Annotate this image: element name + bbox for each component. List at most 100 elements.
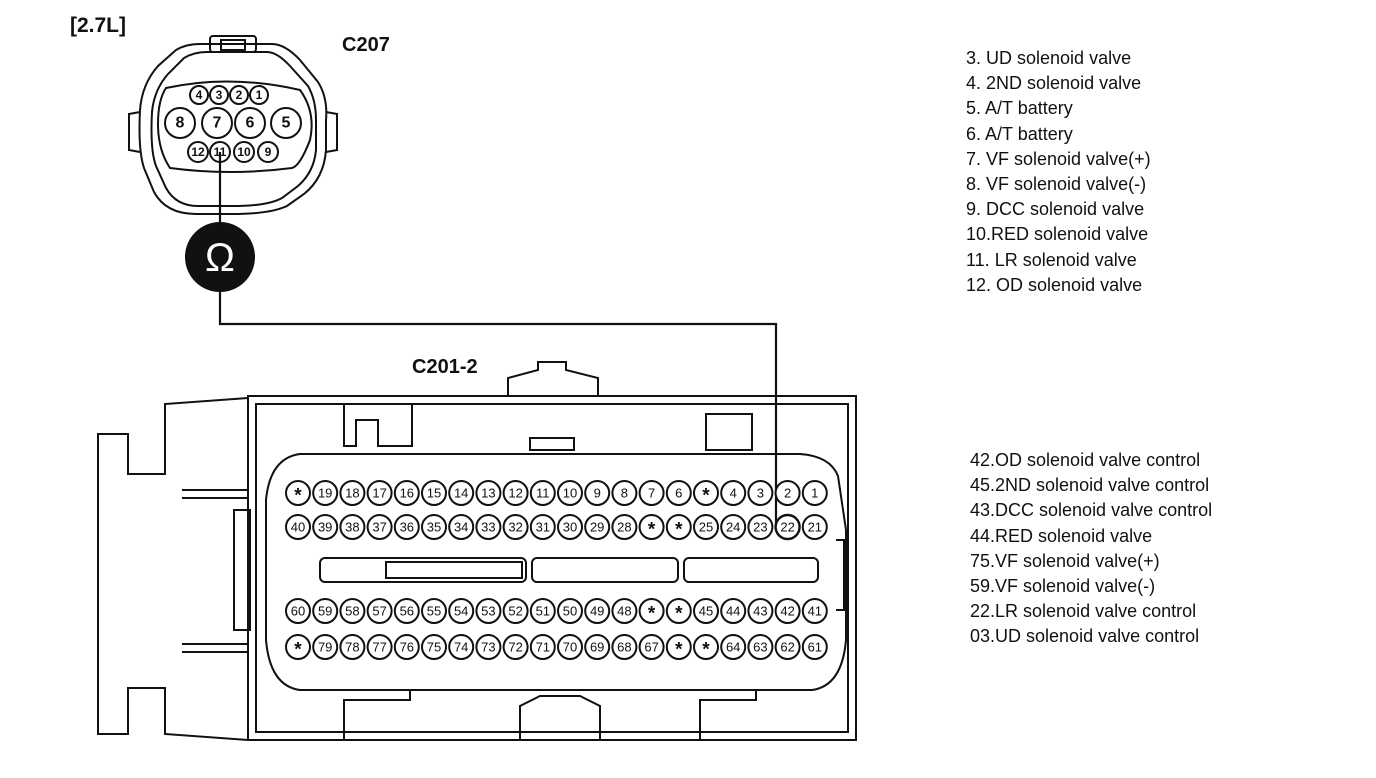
pin-33: 33 bbox=[475, 514, 502, 540]
legend-item: 59.VF solenoid valve(-) bbox=[970, 575, 1156, 596]
pin-13: 13 bbox=[475, 480, 502, 506]
c201-2-title: C201-2 bbox=[412, 356, 478, 378]
pin-43: 43 bbox=[747, 598, 774, 624]
pin-75: 75 bbox=[421, 634, 447, 660]
svg-text:30: 30 bbox=[563, 520, 577, 535]
svg-text:8: 8 bbox=[621, 486, 628, 501]
svg-text:61: 61 bbox=[808, 640, 822, 655]
svg-text:45: 45 bbox=[699, 604, 713, 619]
svg-text:34: 34 bbox=[454, 520, 468, 535]
svg-text:59: 59 bbox=[318, 604, 332, 619]
pin-61: 61 bbox=[801, 634, 828, 660]
pin-45: 45 bbox=[693, 598, 719, 624]
svg-text:57: 57 bbox=[372, 604, 386, 619]
svg-text:*: * bbox=[702, 486, 710, 507]
svg-text:*: * bbox=[702, 640, 710, 661]
svg-text:4: 4 bbox=[730, 486, 737, 501]
legend-item: 7. VF solenoid valve(+) bbox=[966, 148, 1151, 169]
svg-text:74: 74 bbox=[454, 640, 468, 655]
svg-text:18: 18 bbox=[345, 486, 359, 501]
pin-11: 11 bbox=[529, 480, 556, 506]
c201-2-pin-legend: 42.OD solenoid valve control 45.2ND sole… bbox=[970, 448, 1212, 650]
legend-item: 6. A/T battery bbox=[966, 123, 1073, 144]
legend-item: 75.VF solenoid valve(+) bbox=[970, 550, 1160, 571]
pin-12: 12 bbox=[502, 480, 529, 506]
legend-item: 45.2ND solenoid valve control bbox=[970, 475, 1210, 496]
pin-36: 36 bbox=[393, 514, 420, 540]
pin-2: 2 bbox=[774, 480, 801, 506]
svg-text:60: 60 bbox=[291, 604, 305, 619]
svg-text:51: 51 bbox=[536, 604, 550, 619]
pin-15: 15 bbox=[421, 480, 447, 506]
legend-item: 11. LR solenoid valve bbox=[966, 249, 1137, 270]
svg-text:23: 23 bbox=[753, 520, 767, 535]
svg-text:64: 64 bbox=[726, 640, 740, 655]
pin-49: 49 bbox=[584, 598, 611, 624]
pin-72: 72 bbox=[502, 634, 529, 660]
svg-text:*: * bbox=[675, 640, 683, 661]
pin-42: 42 bbox=[774, 598, 801, 624]
pin-44: 44 bbox=[720, 598, 747, 624]
c207-title: C207 bbox=[342, 34, 390, 56]
svg-text:10: 10 bbox=[563, 486, 577, 501]
pin-76: 76 bbox=[393, 634, 420, 660]
svg-text:2: 2 bbox=[784, 486, 791, 501]
pin-12: 12 bbox=[187, 141, 209, 163]
svg-text:19: 19 bbox=[318, 486, 332, 501]
pin-blank: * bbox=[638, 598, 665, 625]
pin-35: 35 bbox=[421, 514, 447, 540]
svg-text:*: * bbox=[675, 520, 683, 541]
pin-57: 57 bbox=[366, 598, 393, 624]
svg-text:28: 28 bbox=[617, 520, 631, 535]
pin-blank: * bbox=[665, 634, 692, 661]
svg-text:8: 8 bbox=[176, 115, 185, 132]
svg-text:25: 25 bbox=[699, 520, 713, 535]
pin-17: 17 bbox=[366, 480, 393, 506]
legend-item: 8. VF solenoid valve(-) bbox=[966, 173, 1147, 194]
legend-item: 22.LR solenoid valve control bbox=[970, 601, 1197, 622]
c201-2-connector bbox=[97, 361, 857, 741]
svg-text:5: 5 bbox=[282, 115, 291, 132]
svg-text:67: 67 bbox=[644, 640, 658, 655]
svg-text:37: 37 bbox=[372, 520, 386, 535]
pin-31: 31 bbox=[529, 514, 556, 540]
svg-text:76: 76 bbox=[400, 640, 414, 655]
svg-text:49: 49 bbox=[590, 604, 604, 619]
svg-text:*: * bbox=[648, 520, 656, 541]
pin-60: 60 bbox=[285, 598, 311, 624]
pin-4: 4 bbox=[720, 480, 747, 506]
pin-28: 28 bbox=[611, 514, 638, 540]
svg-text:70: 70 bbox=[563, 640, 577, 655]
pin-6: 6 bbox=[665, 480, 692, 506]
svg-text:7: 7 bbox=[213, 115, 222, 132]
pin-21: 21 bbox=[801, 514, 828, 540]
legend-item: 44.RED solenoid valve bbox=[970, 525, 1153, 546]
pin-14: 14 bbox=[448, 480, 475, 506]
pin-8: 8 bbox=[164, 107, 196, 139]
svg-text:17: 17 bbox=[372, 486, 386, 501]
pin-67: 67 bbox=[638, 634, 665, 660]
pin-24: 24 bbox=[720, 514, 747, 540]
pin-blank: * bbox=[638, 514, 665, 541]
pin-1: 1 bbox=[801, 480, 828, 506]
svg-text:22: 22 bbox=[780, 520, 794, 535]
svg-text:36: 36 bbox=[400, 520, 414, 535]
pin-blank: * bbox=[693, 480, 719, 507]
pin-62: 62 bbox=[774, 634, 801, 660]
pin-48: 48 bbox=[611, 598, 638, 624]
pin-2: 2 bbox=[229, 85, 249, 105]
svg-text:1: 1 bbox=[811, 486, 818, 501]
legend-item: 10.RED solenoid valve bbox=[966, 224, 1149, 245]
pin-34: 34 bbox=[448, 514, 475, 540]
legend-item: 4. 2ND solenoid valve bbox=[966, 73, 1142, 94]
svg-text:33: 33 bbox=[481, 520, 495, 535]
svg-text:75: 75 bbox=[427, 640, 441, 655]
pin-56: 56 bbox=[393, 598, 420, 624]
svg-text:78: 78 bbox=[345, 640, 359, 655]
svg-text:6: 6 bbox=[675, 486, 682, 501]
svg-text:54: 54 bbox=[454, 604, 468, 619]
svg-text:4: 4 bbox=[196, 88, 203, 102]
